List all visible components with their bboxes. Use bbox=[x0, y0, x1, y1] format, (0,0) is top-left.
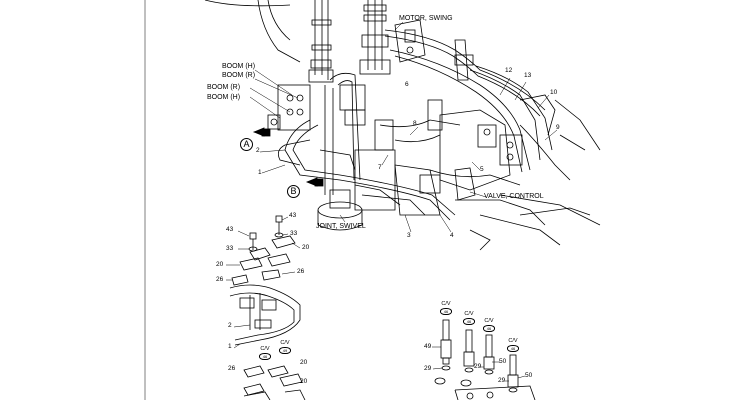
callout-20-right: 20 bbox=[302, 244, 310, 251]
view-a-marker: A bbox=[240, 138, 253, 151]
center-pipes bbox=[324, 72, 461, 216]
callout-26-left: 26 bbox=[216, 276, 224, 283]
label-valve-control: VALVE, CONTROL bbox=[484, 193, 544, 200]
callout-20-left: 20 bbox=[216, 261, 224, 268]
callout-20-lower-a: 20 bbox=[300, 359, 308, 366]
callout-49: 49 bbox=[424, 343, 432, 350]
callout-43-left: 43 bbox=[226, 226, 234, 233]
callout-20-lower-b: 20 bbox=[300, 378, 308, 385]
label-boom-r-1: BOOM (R) bbox=[222, 72, 256, 79]
callout-8: 8 bbox=[413, 120, 417, 127]
callout-5: 5 bbox=[480, 166, 484, 173]
callout-26-right: 26 bbox=[297, 268, 305, 275]
callout-33-right: 33 bbox=[290, 230, 298, 237]
frame-right bbox=[455, 99, 601, 251]
pipe-loops-left bbox=[277, 119, 456, 221]
callout-1: 1 bbox=[258, 169, 262, 176]
hose-bundle-center bbox=[359, 0, 391, 75]
label-boom-h-2: BOOM (H) bbox=[207, 94, 241, 101]
label-boom-h-1: BOOM (H) bbox=[222, 63, 256, 70]
callout-4: 4 bbox=[450, 232, 454, 239]
callout-43-right: 43 bbox=[289, 212, 297, 219]
callout-9: 9 bbox=[556, 124, 560, 131]
callout-50-a: 50 bbox=[499, 358, 507, 365]
label-joint-swivel: JOINT, SWIVEL bbox=[316, 223, 366, 230]
boom-port-block bbox=[249, 69, 311, 131]
callout-1-lower: 1 bbox=[228, 343, 232, 350]
callout-12: 12 bbox=[505, 67, 513, 74]
exploded-view-b bbox=[432, 319, 536, 400]
label-motor-swing: MOTOR, SWING bbox=[399, 15, 453, 22]
hose-bundle-left bbox=[308, 0, 334, 83]
swivel-joint bbox=[317, 184, 426, 231]
callout-50-b: 50 bbox=[525, 372, 533, 379]
callout-29-a: 29 bbox=[424, 365, 432, 372]
view-b-marker: B bbox=[287, 185, 300, 198]
callout-13: 13 bbox=[524, 72, 532, 79]
callout-2-lower: 2 bbox=[228, 322, 232, 329]
callout-6: 6 bbox=[405, 81, 409, 88]
swing-motor bbox=[394, 19, 426, 63]
hose-run-right bbox=[384, 29, 571, 181]
label-boom-r-2: BOOM (R) bbox=[207, 84, 241, 91]
callout-29-c: 29 bbox=[498, 377, 506, 384]
callout-7: 7 bbox=[378, 164, 382, 171]
callout-10: 10 bbox=[550, 89, 558, 96]
callout-2: 2 bbox=[256, 147, 260, 154]
callout-26-lower: 26 bbox=[228, 365, 236, 372]
callout-33-left: 33 bbox=[226, 245, 234, 252]
exploded-view-a bbox=[226, 215, 306, 400]
callout-3: 3 bbox=[407, 232, 411, 239]
control-valve bbox=[429, 109, 523, 201]
callout-29-b: 29 bbox=[474, 363, 482, 370]
